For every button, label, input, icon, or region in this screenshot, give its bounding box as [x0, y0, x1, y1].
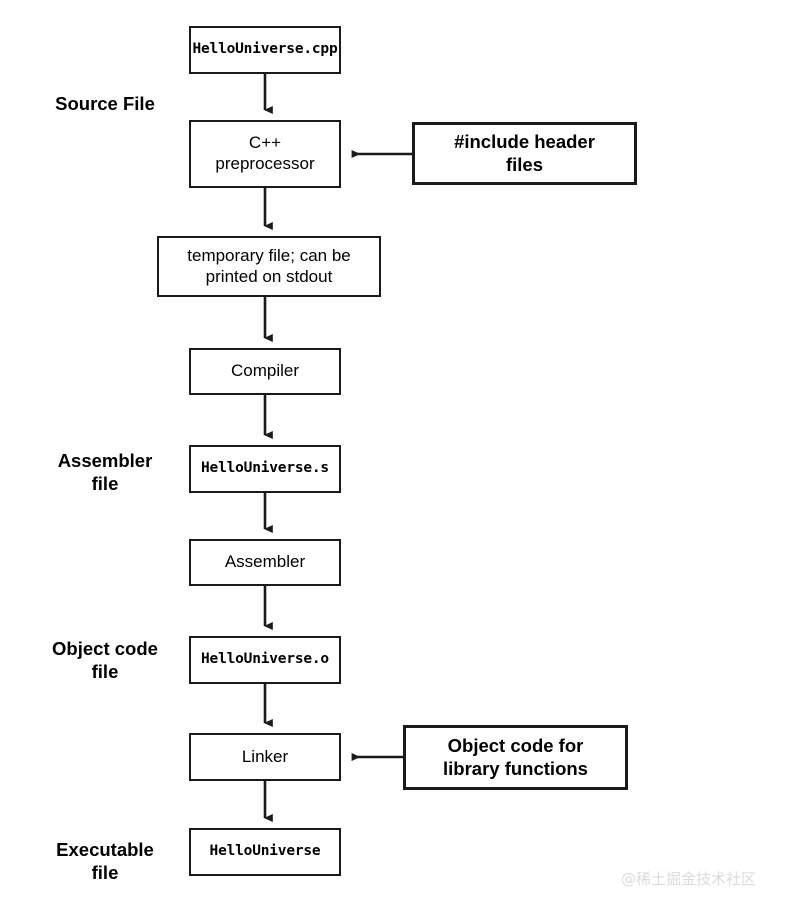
- node-compiler: Compiler: [189, 348, 341, 395]
- node-hellouniverse: HelloUniverse: [189, 828, 341, 876]
- node-object-code-library: Object code for library functions: [403, 725, 628, 790]
- node-hellouniverse-cpp: HelloUniverse.cpp: [189, 26, 341, 74]
- node-hellouniverse-o: HelloUniverse.o: [189, 636, 341, 684]
- node-linker: Linker: [189, 733, 341, 781]
- stage-label-executable-file: Executable file: [56, 839, 154, 884]
- node-cpp-preprocessor: C++ preprocessor: [189, 120, 341, 188]
- stage-label-assembler-file: Assembler file: [57, 450, 153, 495]
- node-assembler: Assembler: [189, 539, 341, 586]
- stage-label-source-file: Source File: [55, 93, 155, 114]
- stage-label-object-code-file: Object code file: [52, 638, 158, 683]
- watermark: @稀土掘金技术社区: [621, 870, 757, 888]
- node-temporary-file: temporary file; can be printed on stdout: [157, 236, 381, 297]
- node-include-header-files: #include header files: [412, 122, 637, 185]
- node-hellouniverse-s: HelloUniverse.s: [189, 445, 341, 493]
